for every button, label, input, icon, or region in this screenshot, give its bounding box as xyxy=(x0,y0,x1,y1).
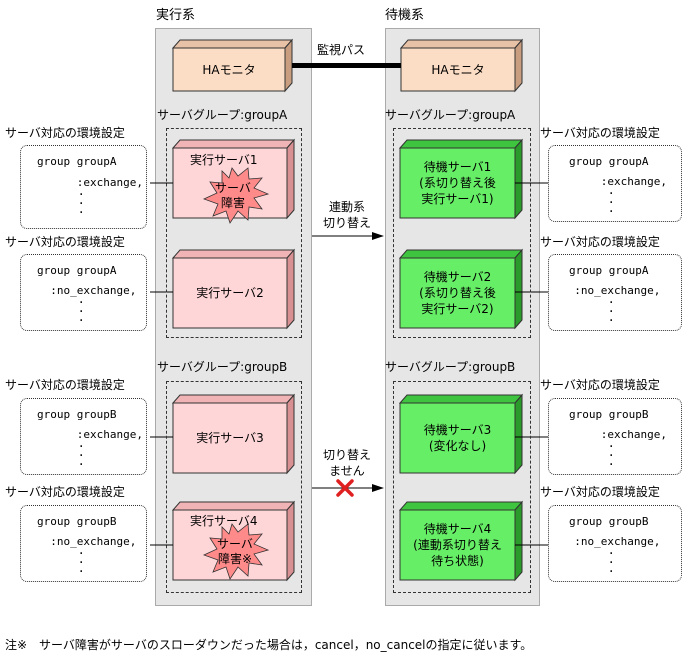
standby-monitor-box xyxy=(399,38,524,93)
config-r2-ellipsis: ··· xyxy=(609,295,614,329)
failure1-line1: サーバ xyxy=(215,181,251,195)
standby-server1-label: 待機サーバ1(系切り替え後実行サーバ1) xyxy=(419,160,496,206)
config-r3-line2: :exchange, xyxy=(561,428,667,441)
config-r1-line2: :exchange, xyxy=(561,175,667,188)
failure-burst-1 xyxy=(202,167,270,224)
active-server3-label: 実行サーバ3 xyxy=(196,431,264,445)
env-label-l3: サーバ対応の環境設定 xyxy=(5,378,125,392)
group-b-standby-frame xyxy=(393,381,531,593)
config-l2-line2: :no_exchange, xyxy=(37,284,137,297)
config-l3: group groupB :exchange, ··· xyxy=(20,398,147,475)
standby-server3-label: 待機サーバ3(変化なし) xyxy=(423,423,492,453)
group-b-active-frame xyxy=(166,381,302,593)
active-server2-label: 実行サーバ2 xyxy=(196,286,264,300)
config-l4: group groupB :no_exchange, ··· xyxy=(20,505,147,582)
group-b-active-label: サーバグループ:groupB xyxy=(157,360,288,374)
active-server1-label: 実行サーバ1 xyxy=(190,153,258,167)
group-a-standby-frame xyxy=(393,128,531,338)
active-server4-box xyxy=(171,500,296,582)
monitor-path-label: 監視パス xyxy=(317,43,366,57)
config-r4-line1: group groupB xyxy=(569,515,649,528)
env-label-r4: サーバ対応の環境設定 xyxy=(540,485,660,499)
group-a-standby-label: サーバグループ:groupA xyxy=(385,108,516,122)
config-l1-ellipsis: ··· xyxy=(79,187,84,221)
config-l2-ellipsis: ··· xyxy=(79,295,84,329)
failure-burst-4 xyxy=(202,523,270,580)
failure1-line2: 障害 xyxy=(220,196,245,210)
config-l3-line2: :exchange, xyxy=(37,428,143,441)
switch-ng-label: 切り替えません xyxy=(322,448,371,478)
config-l1-line1: group groupA xyxy=(37,155,117,168)
failure4-label: サーバ 障害※ xyxy=(205,536,265,568)
config-r4-ellipsis: ··· xyxy=(609,546,614,580)
config-l1-line2: :exchange, xyxy=(37,176,143,189)
config-l2: group groupA :no_exchange, ··· xyxy=(20,254,147,331)
config-l3-ellipsis: ··· xyxy=(79,439,84,473)
standby-title: 待機系 xyxy=(385,8,425,23)
env-label-r3: サーバ対応の環境設定 xyxy=(540,378,660,392)
config-r3: group groupB :exchange, ··· xyxy=(548,398,682,475)
config-r1-line1: group groupA xyxy=(569,155,649,168)
config-r3-line1: group groupB xyxy=(569,408,649,421)
config-r4-line2: :no_exchange, xyxy=(561,535,661,548)
active-server3-box xyxy=(171,393,296,475)
failure1-label: サーバ 障害 xyxy=(205,180,261,212)
config-r3-ellipsis: ··· xyxy=(609,439,614,473)
env-label-l4: サーバ対応の環境設定 xyxy=(5,485,125,499)
config-r2-line1: group groupA xyxy=(569,264,649,277)
config-l1: group groupA :exchange, ··· xyxy=(20,145,147,229)
standby-server2-label: 待機サーバ2(系切り替え後実行サーバ2) xyxy=(419,270,496,316)
standby-server1-box xyxy=(398,138,524,220)
env-label-l2: サーバ対応の環境設定 xyxy=(5,235,125,249)
switch-ok-label: 連動系切り替え xyxy=(322,200,371,230)
switch-arrow-ok xyxy=(312,232,384,240)
standby-server3-box xyxy=(398,393,524,475)
standby-monitor-label: HAモニタ xyxy=(431,62,485,77)
failure4-line2: 障害※ xyxy=(217,552,253,566)
group-a-active-frame xyxy=(166,128,302,338)
config-r4: group groupB :no_exchange, ··· xyxy=(548,505,682,582)
monitor-path-line xyxy=(292,63,401,68)
env-label-l1: サーバ対応の環境設定 xyxy=(5,126,125,140)
env-label-r2: サーバ対応の環境設定 xyxy=(540,235,660,249)
config-r1-ellipsis: ··· xyxy=(609,186,614,220)
failure4-line1: サーバ xyxy=(217,537,253,551)
active-server2-box xyxy=(171,248,296,330)
active-monitor-box xyxy=(171,38,294,93)
config-l2-line1: group groupA xyxy=(37,264,117,277)
active-monitor-label: HAモニタ xyxy=(202,62,256,77)
group-b-standby-label: サーバグループ:groupB xyxy=(385,360,516,374)
footnote: 注※ サーバ障害がサーバのスローダウンだった場合は，cancel，no_canc… xyxy=(5,638,533,652)
env-label-r1: サーバ対応の環境設定 xyxy=(540,126,660,140)
config-l4-ellipsis: ··· xyxy=(79,546,84,580)
active-server4-label: 実行サーバ4 xyxy=(190,514,258,528)
config-l4-line1: group groupB xyxy=(37,515,117,528)
switch-arrow-ng xyxy=(312,484,384,492)
config-r2-line2: :no_exchange, xyxy=(561,284,661,297)
config-l3-line1: group groupB xyxy=(37,408,117,421)
config-l4-line2: :no_exchange, xyxy=(37,535,137,548)
group-a-active-label: サーバグループ:groupA xyxy=(157,108,288,122)
cross-mark xyxy=(336,479,354,497)
standby-server4-label: 待機サーバ4(連動系切り替え待ち状態) xyxy=(413,522,502,568)
config-r1: group groupA :exchange, ··· xyxy=(548,145,682,222)
config-r2: group groupA :no_exchange, ··· xyxy=(548,254,682,331)
standby-server2-box xyxy=(398,248,524,330)
standby-server4-box xyxy=(398,500,524,582)
active-title: 実行系 xyxy=(156,8,196,23)
